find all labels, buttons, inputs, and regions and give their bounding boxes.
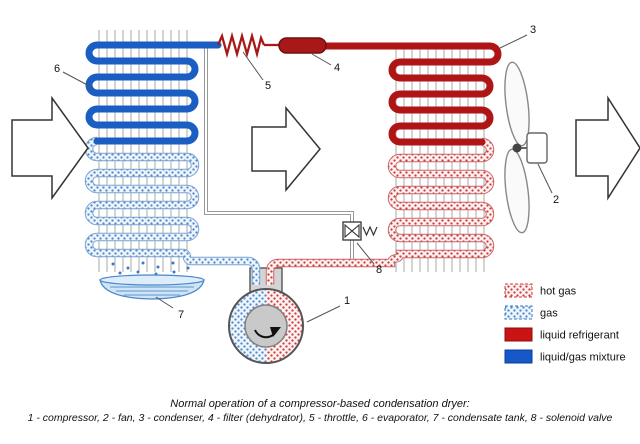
solenoid-coil-icon bbox=[362, 225, 378, 237]
legend-swatch-hot-gas bbox=[504, 283, 533, 298]
diagram-canvas: 6 5 4 3 2 8 1 7 hot gas gas liquid refri… bbox=[11, 24, 640, 364]
legend-label-gas: gas bbox=[540, 308, 558, 320]
filter-dehydrator bbox=[278, 37, 327, 54]
legend-label-hot-gas: hot gas bbox=[540, 286, 577, 298]
callout-compressor: 1 bbox=[344, 295, 350, 307]
legend-swatch-gas bbox=[504, 305, 533, 320]
compressor bbox=[228, 288, 304, 364]
callout-solenoid-valve: 8 bbox=[376, 264, 382, 276]
caption-title: Normal operation of a compressor-based c… bbox=[170, 398, 470, 410]
evaporator-fins bbox=[98, 30, 188, 272]
callout-condensate-tank: 7 bbox=[178, 309, 184, 321]
callout-evaporator: 6 bbox=[54, 63, 60, 75]
airflow-arrow-outlet bbox=[575, 95, 640, 201]
legend-swatch-liquid-refrigerant bbox=[504, 327, 533, 342]
legend-swatch-liquid-gas-mixture bbox=[504, 349, 533, 364]
solenoid-valve bbox=[342, 221, 378, 241]
throttle-spring bbox=[216, 31, 266, 59]
callout-fan: 2 bbox=[553, 194, 559, 206]
legend: hot gas gas liquid refrigerant liquid/ga… bbox=[504, 283, 626, 364]
caption: Normal operation of a compressor-based c… bbox=[0, 398, 640, 424]
callout-condenser: 3 bbox=[530, 24, 536, 36]
condenser-coil bbox=[265, 42, 502, 285]
callout-throttle: 5 bbox=[265, 80, 271, 92]
fan-blade-bottom bbox=[504, 148, 530, 234]
legend-label-liquid-gas-mixture: liquid/gas mixture bbox=[540, 352, 626, 364]
rotation-arrow-icon bbox=[254, 327, 281, 339]
airflow-arrow-inlet bbox=[11, 95, 89, 201]
evaporator-coil bbox=[84, 41, 261, 285]
callout-filter: 4 bbox=[334, 62, 340, 74]
fan-motor bbox=[526, 132, 548, 164]
caption-parts: 1 - compressor, 2 - fan, 3 - condenser, … bbox=[27, 412, 613, 424]
liquid-refrigerant-pipe bbox=[321, 42, 502, 146]
condensate-tank bbox=[99, 261, 205, 300]
liquid-gas-mixture-pipe bbox=[85, 41, 222, 145]
fan-hub bbox=[512, 143, 522, 153]
fan-blade-top bbox=[504, 61, 530, 147]
legend-label-liquid-refrigerant: liquid refrigerant bbox=[540, 330, 619, 342]
callout-leaders bbox=[62, 34, 553, 323]
fan bbox=[504, 61, 548, 234]
airflow-arrow-middle bbox=[251, 105, 321, 193]
